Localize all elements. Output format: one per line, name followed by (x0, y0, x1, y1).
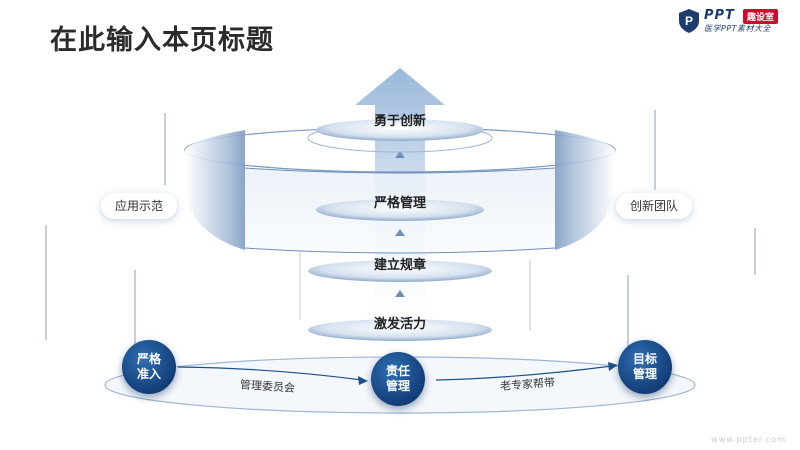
stack-label-stimulate-vitality: 激发活力 (373, 317, 427, 332)
step-arrow-icon (395, 151, 405, 158)
node-responsibility: 责任 管理 (371, 352, 425, 406)
svg-text:P: P (685, 14, 693, 28)
flow-arrow-1 (177, 366, 363, 381)
stack-label-innovation: 勇于创新 (373, 114, 427, 129)
node-line2: 准入 (136, 367, 161, 381)
node-line2: 管理 (632, 367, 657, 381)
node-line1: 目标 (632, 352, 657, 366)
stack-label-strict-management: 严格管理 (373, 196, 427, 211)
page-title: 在此输入本页标题 (50, 25, 274, 56)
flow-arrows (177, 362, 618, 385)
node-line1: 责任 (385, 364, 410, 378)
step-arrow-icon (395, 229, 405, 236)
node-line1: 严格 (136, 352, 161, 366)
decorative-lines (45, 110, 756, 355)
logo-brand: PPT (704, 8, 735, 23)
step-arrows (395, 151, 405, 297)
side-pill-left: 应用示范 (101, 193, 178, 219)
disc-stack (307, 119, 493, 341)
side-pill-right: 创新团队 (616, 193, 693, 219)
footer-watermark: www.ppter.com (711, 435, 786, 444)
disc (308, 319, 492, 341)
disc (316, 119, 484, 141)
node-target: 目标 管理 (618, 340, 672, 394)
logo-badge: 趣设室 (743, 9, 779, 24)
node-strict-access: 严格 准入 (122, 340, 176, 394)
flow-arrow-2 (435, 365, 613, 381)
shield-icon: P (679, 9, 699, 33)
brand-logo: P PPT 趣设室 医学PPT素材大全 (676, 8, 794, 36)
node-line2: 管理 (385, 379, 410, 393)
step-arrow-icon (395, 290, 405, 297)
arrow-head-icon (608, 362, 618, 371)
disc (308, 260, 492, 282)
disc (316, 199, 484, 221)
logo-subtitle: 医学PPT素材大全 (704, 24, 772, 33)
arrow-head-icon (358, 376, 368, 385)
stack-label-establish-rules: 建立规章 (373, 258, 427, 273)
